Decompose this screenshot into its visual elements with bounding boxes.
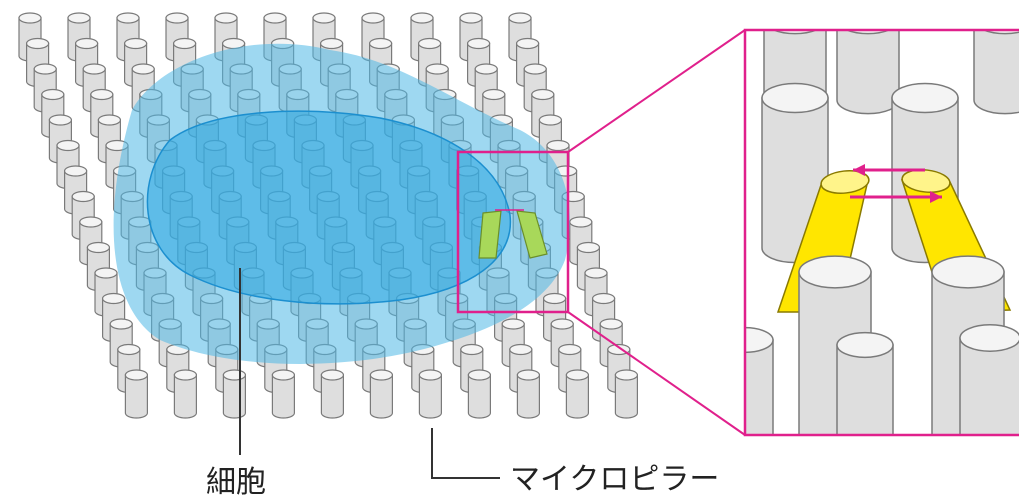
micropillar: [467, 369, 491, 419]
zoomed-micropillar: [745, 326, 774, 435]
micropillar: [222, 369, 246, 419]
bent-micropillar: [478, 210, 502, 259]
bent-micropillar-pair: [478, 209, 548, 259]
micropillar: [173, 369, 197, 419]
force-arrow: [853, 164, 925, 176]
force-arrow: [850, 191, 942, 203]
zoomed-micropillar: [836, 331, 894, 435]
micropillar: [516, 369, 541, 419]
bent-micropillar: [516, 210, 548, 259]
zoomed-micropillar: [959, 324, 1019, 435]
zoomed-micropillar: [973, 30, 1019, 115]
cell-nucleus-region: [146, 110, 512, 305]
zoomed-micropillar: [836, 30, 900, 115]
zoom-connector-top: [567, 29, 746, 153]
micropillar: [271, 369, 295, 419]
micropillar: [418, 369, 442, 419]
micropillar: [523, 63, 547, 113]
zoom-frame: [743, 28, 1019, 437]
micropillar: [565, 369, 590, 419]
micropillar: [124, 369, 148, 419]
micropillar: [369, 369, 393, 419]
zoom-connector-bottom: [567, 311, 746, 436]
zoomed-view: [745, 30, 1019, 435]
micropillar: [614, 369, 639, 419]
micropillar-label: マイクロピラー: [510, 462, 719, 497]
micropillar-leader-line: [431, 428, 500, 479]
micropillar: [320, 369, 344, 419]
cell-label: 細胞: [206, 465, 266, 500]
highlight-frame: [456, 150, 570, 314]
